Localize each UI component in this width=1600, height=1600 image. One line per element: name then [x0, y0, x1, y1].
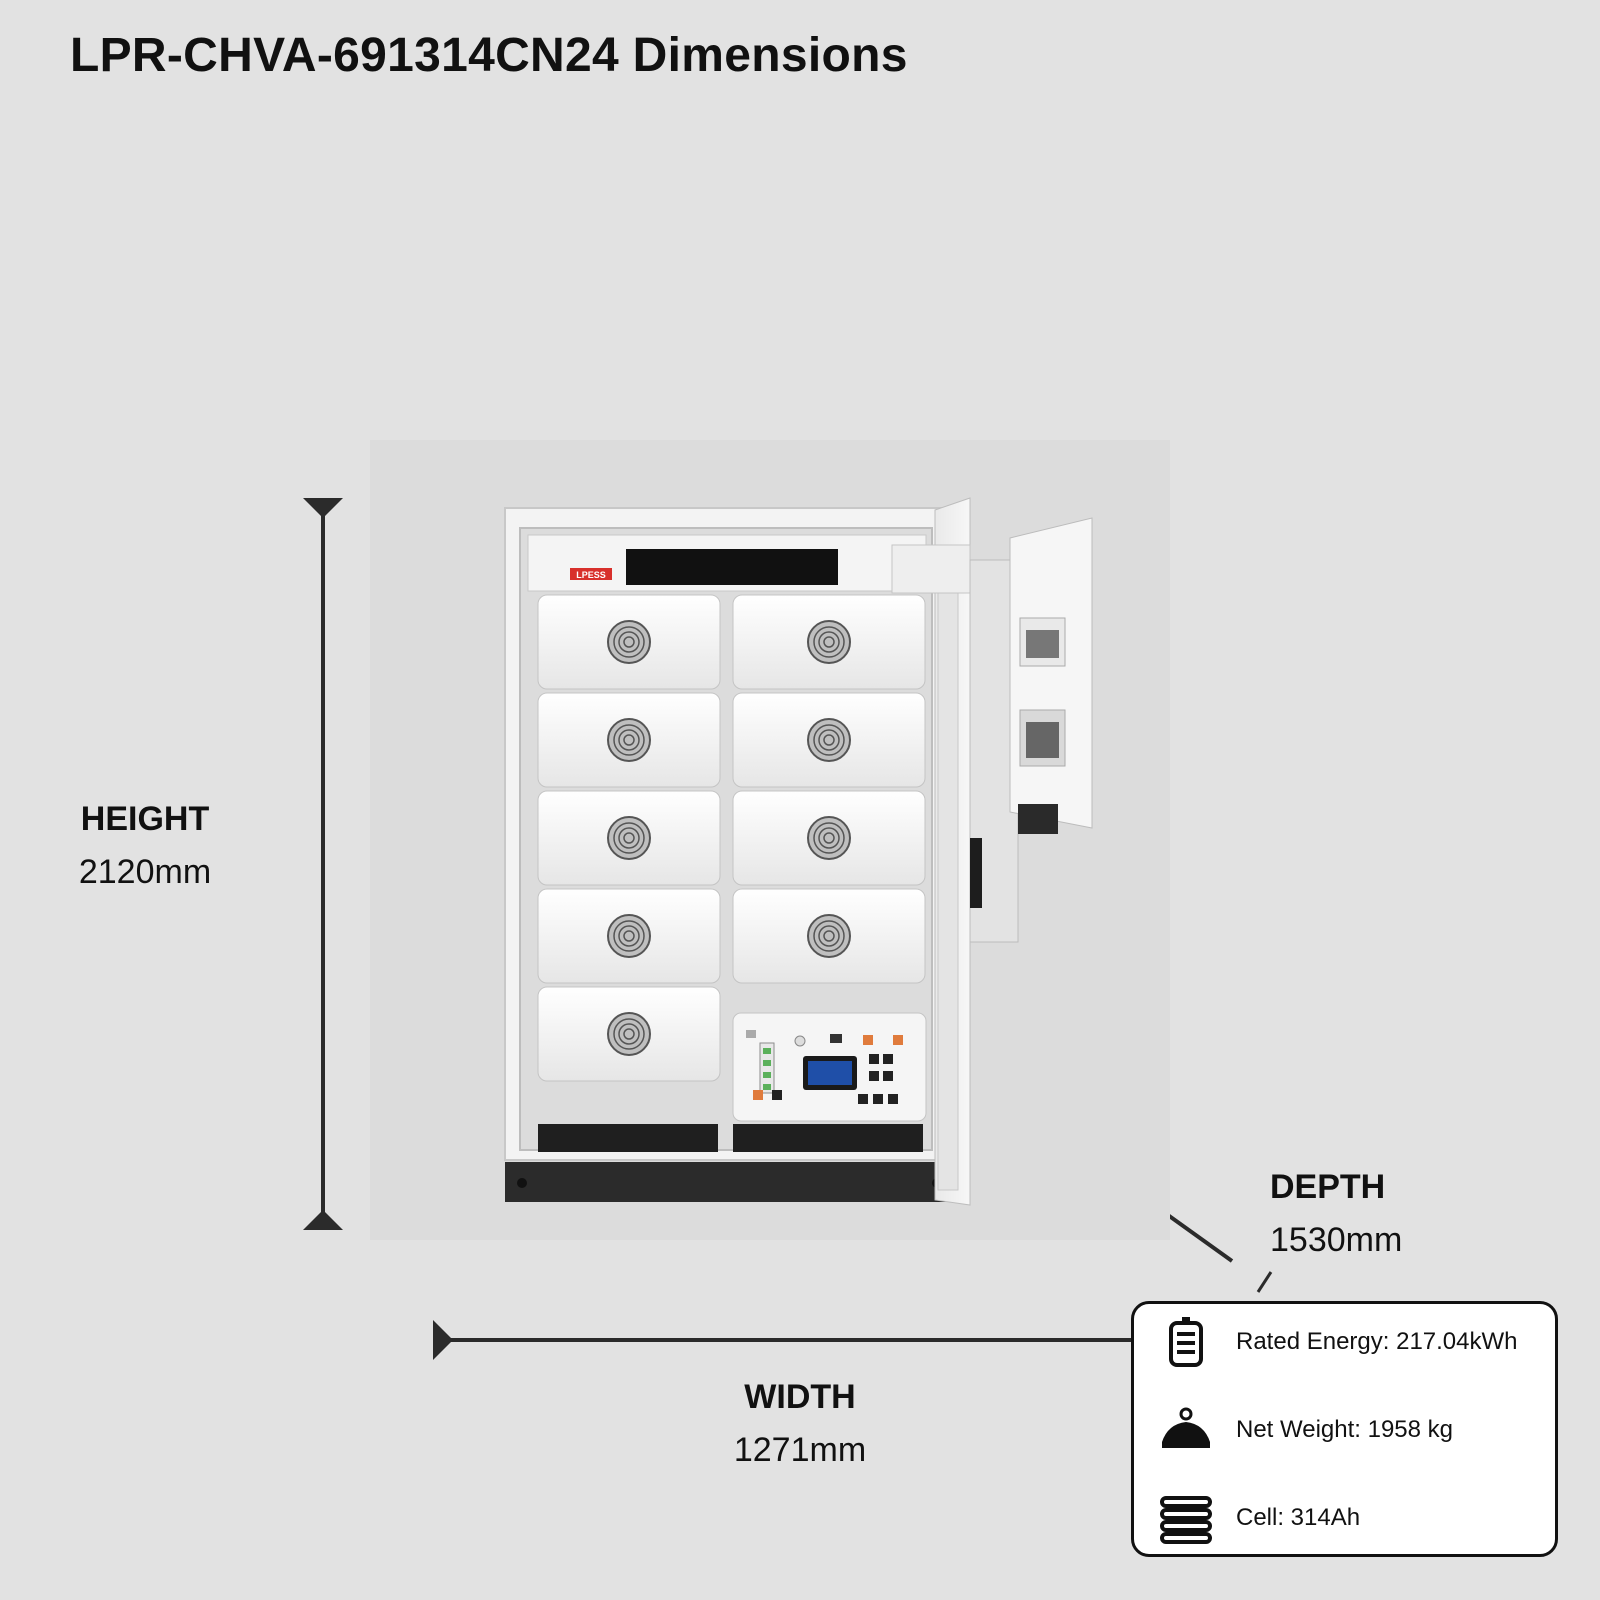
- spec-cell: Cell: 314Ah: [1158, 1488, 1548, 1548]
- page-title: LPR-CHVA-691314CN24 Dimensions: [70, 29, 908, 82]
- width-arrow: [433, 1320, 1131, 1360]
- weight-icon: [1162, 1407, 1210, 1448]
- product-image: LPESS: [370, 440, 1170, 1240]
- battery-cabinet-illustration: LPESS: [504, 497, 1093, 1206]
- battery-modules: [537, 594, 926, 1082]
- height-value: 2120mm: [78, 853, 212, 891]
- spec-text: Net Weight: 1958 kg: [1236, 1416, 1454, 1443]
- battery-icon: [1169, 1317, 1203, 1367]
- lpess-logo: [570, 568, 612, 580]
- control-panel: [732, 1012, 927, 1122]
- spec-text: Cell: 314Ah: [1236, 1504, 1361, 1531]
- svg-text:LPESS: LPESS: [576, 570, 606, 580]
- depth-label: DEPTH 1530mm: [1270, 1168, 1402, 1260]
- spec-net-weight: Net Weight: 1958 kg: [1158, 1400, 1548, 1460]
- lcd-display: [808, 1061, 852, 1085]
- height-arrow: [303, 498, 343, 1230]
- height-label: HEIGHT 2120mm: [40, 800, 250, 892]
- spec-rated-energy: Rated Energy: 217.04kWh: [1158, 1312, 1548, 1372]
- height-name: HEIGHT: [80, 800, 210, 838]
- cabinet-base: [505, 1162, 958, 1202]
- width-name: WIDTH: [744, 1378, 856, 1416]
- cabinet-door: [891, 497, 1093, 1206]
- depth-name: DEPTH: [1270, 1168, 1386, 1206]
- width-label: WIDTH 1271mm: [700, 1378, 900, 1470]
- spec-text: Rated Energy: 217.04kWh: [1236, 1328, 1518, 1355]
- depth-value: 1530mm: [1270, 1221, 1403, 1259]
- specs-card: Rated Energy: 217.04kWh Net Weight: 1958…: [1131, 1301, 1558, 1557]
- width-value: 1271mm: [733, 1431, 867, 1469]
- cell-stack-icon: [1160, 1496, 1212, 1544]
